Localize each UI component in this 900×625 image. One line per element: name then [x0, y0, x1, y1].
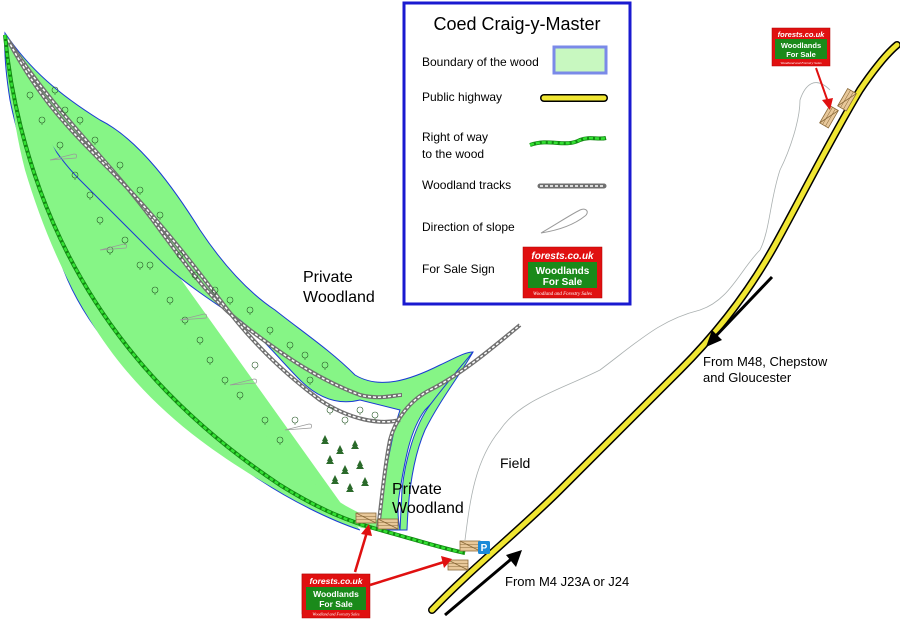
from-south-label: From M4 J23A or J24 — [505, 574, 629, 589]
legend-slope-label: Direction of slope — [422, 220, 515, 234]
svg-text:P: P — [481, 543, 488, 554]
arrow-from-north — [706, 275, 774, 347]
arrow-from-south — [444, 550, 522, 617]
svg-text:Woodlands: Woodlands — [536, 266, 590, 277]
svg-text:Woodland and Forestry Sales: Woodland and Forestry Sales — [533, 292, 592, 297]
legend-boundary-label: Boundary of the wood — [422, 55, 539, 69]
for-sale-sign-north: forests.co.uk Woodlands For Sale Woodlan… — [771, 27, 831, 67]
legend-highway-label: Public highway — [422, 90, 502, 104]
woodland-lower-area — [5, 33, 380, 530]
gate-lower-west — [355, 512, 377, 524]
legend-sign-label: For Sale Sign — [422, 262, 495, 276]
svg-text:For Sale: For Sale — [543, 277, 583, 288]
private-woodland-label-lower-2: Woodland — [392, 500, 464, 517]
field-boundary — [464, 82, 831, 541]
legend-title: Coed Craig-y-Master — [433, 14, 600, 34]
map-legend: Coed Craig-y-Master Boundary of the wood… — [402, 1, 632, 306]
gate-north-1 — [819, 105, 839, 129]
svg-text:Woodland and Forestry Sales: Woodland and Forestry Sales — [312, 612, 360, 617]
legend-row-label-2: to the wood — [422, 147, 484, 161]
gate-lower-east — [377, 518, 399, 530]
legend-tracks-label: Woodland tracks — [422, 178, 511, 192]
for-sale-sign-south: forests.co.uk Woodlands For Sale Woodlan… — [301, 573, 371, 619]
slope-arrow — [540, 208, 588, 234]
parking-sign: P — [478, 541, 490, 554]
from-north-label-2: and Gloucester — [703, 370, 792, 385]
gate-parking — [459, 540, 481, 552]
woodland-tracks — [6, 38, 522, 529]
for-sale-sign-legend: forests.co.uk Woodlands For Sale Woodlan… — [522, 246, 603, 299]
private-woodland-label-upper-2: Woodland — [303, 289, 375, 306]
svg-text:forests.co.uk: forests.co.uk — [778, 30, 826, 39]
svg-text:forests.co.uk: forests.co.uk — [531, 251, 594, 262]
svg-text:Woodlands: Woodlands — [313, 589, 359, 599]
private-woodland-label-upper-1: Private — [303, 269, 353, 286]
field-label: Field — [500, 455, 530, 471]
boundary-swatch — [552, 45, 608, 75]
private-woodland-label-lower-1: Private — [392, 481, 442, 498]
svg-text:For Sale: For Sale — [786, 50, 816, 59]
sign-pointer-arrow-north — [815, 67, 833, 110]
conifer-symbols — [321, 435, 369, 492]
legend-row-label-1: Right of way — [422, 130, 488, 144]
svg-text:Woodland and Forestry Sales: Woodland and Forestry Sales — [780, 61, 822, 65]
sign-pointer-arrows-south — [353, 524, 452, 587]
svg-text:forests.co.uk: forests.co.uk — [310, 576, 364, 586]
gate-road — [447, 559, 469, 571]
from-north-label-1: From M48, Chepstow — [703, 354, 828, 369]
svg-text:Woodlands: Woodlands — [781, 41, 821, 50]
svg-text:For Sale: For Sale — [319, 599, 353, 609]
